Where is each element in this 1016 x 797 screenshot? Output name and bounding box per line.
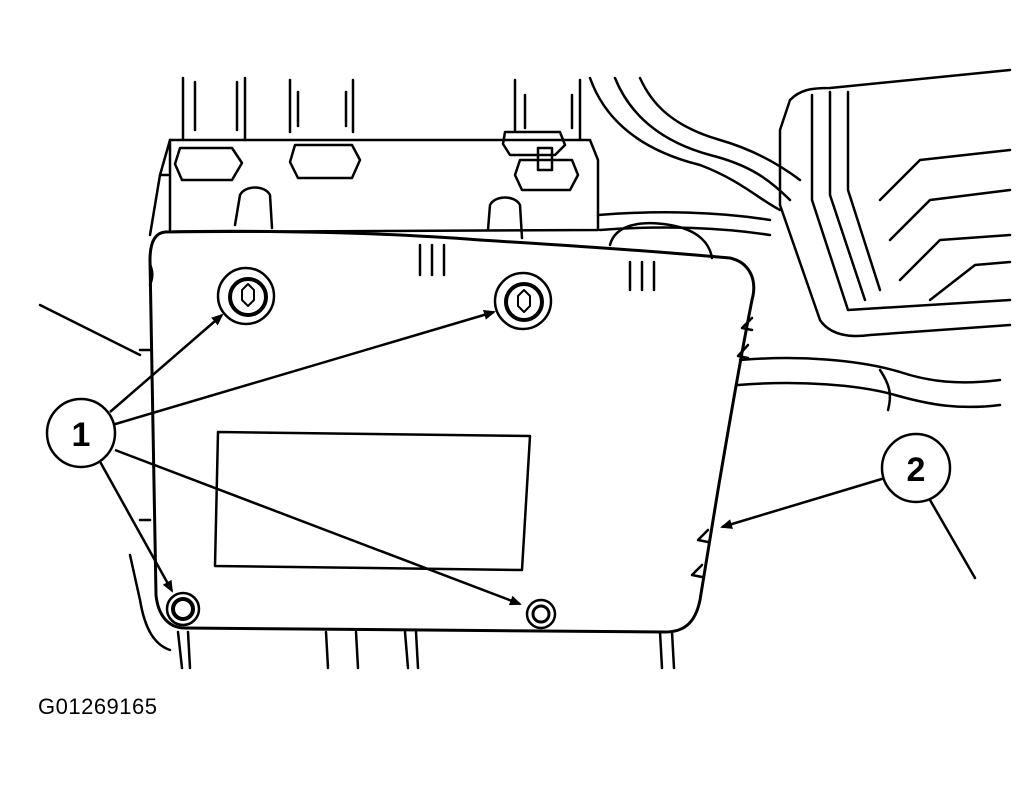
arrow-to-bolt-lower-right (114, 448, 522, 606)
callout-1-number: 1 (72, 416, 91, 454)
callout-2-number: 2 (907, 451, 926, 489)
callout-2-arrow (720, 476, 886, 529)
brake-lines (588, 76, 1002, 412)
bolt-lower-left (165, 591, 201, 627)
abs-control-module (128, 229, 756, 670)
bolt-lower-right (525, 598, 557, 630)
callout-1: 1 (45, 397, 117, 469)
leader-line-right (928, 498, 977, 580)
callout-2: 2 (880, 432, 952, 504)
leader-line-left (38, 303, 142, 357)
arrow-to-bolt-upper-right (111, 310, 496, 427)
mounting-tabs (233, 186, 714, 260)
bolt-upper-left (216, 266, 276, 326)
arrow-to-bolt-lower-left (96, 457, 174, 593)
arrow-to-bolt-upper-left (109, 313, 224, 413)
brake-booster-bracket (778, 68, 1012, 338)
hydraulic-block (148, 76, 600, 237)
figure-id-label: G01269165 (38, 694, 158, 719)
bolt-upper-right (493, 271, 553, 331)
callout-1-arrows (96, 310, 522, 606)
